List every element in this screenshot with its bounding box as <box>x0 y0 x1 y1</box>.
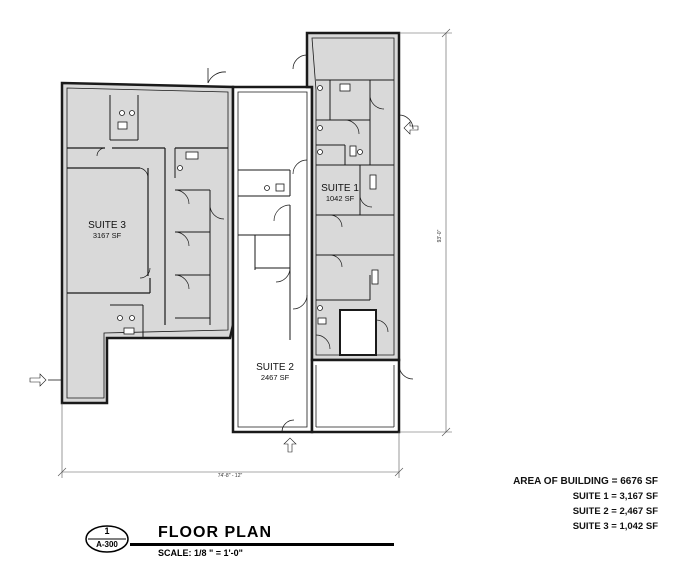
suite-3-inner-wall <box>66 87 229 399</box>
suite-1-area <box>292 31 419 434</box>
building-area-note: AREA OF BUILDING = 6676 SF <box>513 476 658 487</box>
suite-2-area <box>231 85 314 453</box>
overall-height-dimension: 93'-0" <box>437 229 443 242</box>
area-notes: AREA OF BUILDING = 6676 SF SUITE 1 = 3,1… <box>498 476 658 536</box>
suite-1-label: SUITE 1 <box>321 183 359 194</box>
suite-area-note: SUITE 1 = 3,167 SF <box>572 491 658 502</box>
suite-3-area-label: 3167 SF <box>93 231 122 240</box>
suite-area-note: SUITE 3 = 1,042 SF <box>572 521 658 532</box>
suite-3-label: SUITE 3 <box>88 220 126 231</box>
suite-3-area <box>29 68 235 405</box>
suite-2-area-label: 2467 SF <box>261 373 290 382</box>
dimension-lines <box>57 28 452 478</box>
drawing-title-block: 1 A-300 FLOOR PLAN SCALE: 1/8 " = 1'-0" <box>84 524 404 564</box>
drawing-scale: SCALE: 1/8 " = 1'-0" <box>158 548 243 558</box>
detail-number: 1 <box>104 526 110 536</box>
title-underline <box>130 543 394 546</box>
suite-area-note: SUITE 2 = 2,467 SF <box>572 506 658 517</box>
sheet-number: A-300 <box>96 540 118 549</box>
suite-1-area-label: 1042 SF <box>326 194 355 203</box>
overall-width-dimension: 74'-8" - 12" <box>218 473 243 479</box>
detail-bubble <box>85 525 129 553</box>
drawing-title: FLOOR PLAN <box>158 524 272 541</box>
suite-2-label: SUITE 2 <box>256 362 294 373</box>
